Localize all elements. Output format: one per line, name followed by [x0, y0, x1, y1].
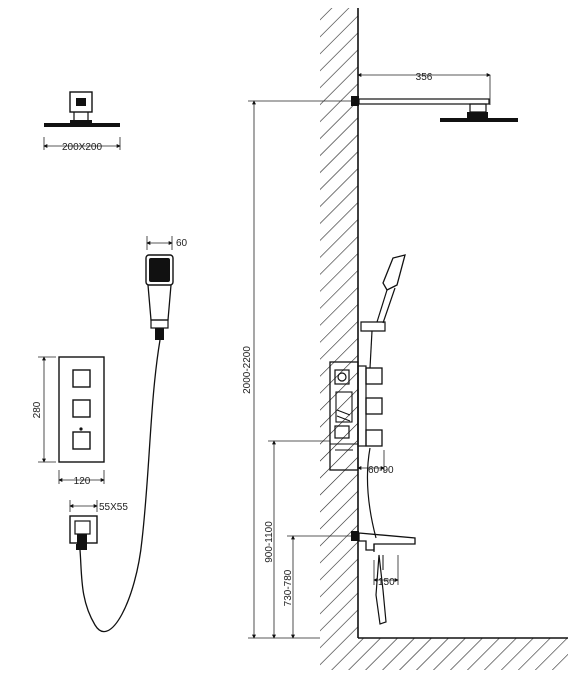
dim-valve-height: 900-1100: [264, 521, 275, 563]
handset-head: [145, 254, 174, 286]
wall-outlet: 55X55: [69, 500, 128, 550]
handset-handle: [147, 284, 172, 321]
dim-spout-height: 730-780: [283, 569, 294, 606]
wall-section: [320, 8, 568, 670]
side-handset-head: [382, 254, 406, 291]
panel-knob-2: [72, 399, 91, 418]
dim-spout-length: 150: [378, 577, 395, 588]
valve-knob-3: [365, 429, 383, 447]
outlet-elbow: [76, 544, 87, 550]
head-mount-block: [69, 91, 93, 113]
dim-total-height-group: 2000-2200: [242, 100, 354, 639]
dim-total-height: 2000-2200: [242, 346, 253, 394]
handset-connector: [155, 328, 164, 340]
side-hose: [366, 447, 377, 539]
head-plate: [44, 123, 120, 127]
side-handset: [360, 254, 406, 369]
shower-arm-assembly: 356: [351, 72, 518, 122]
rain-head: [440, 118, 518, 122]
spout-body: [358, 532, 416, 551]
head-mount-core: [76, 98, 86, 106]
head-connector: [467, 112, 488, 118]
dim-valve-depth: 60-90: [368, 465, 394, 476]
handset: 60: [79, 236, 188, 633]
dim-panel-height: 280: [32, 401, 43, 418]
dim-arm-length: 356: [416, 72, 433, 83]
tub-spout: 150: [351, 531, 416, 625]
valve-knob-1: [365, 367, 383, 385]
dim-head-size: 200X200: [62, 142, 102, 153]
dim-spout-height-group: 730-780: [283, 535, 351, 639]
arm-wall-flange: [351, 96, 359, 106]
spout-flange: [351, 531, 359, 541]
hanging-handset: [375, 554, 387, 625]
shower-head-front: 200X200: [43, 91, 121, 153]
shower-arm: [358, 98, 490, 105]
panel-knob-3: [72, 431, 91, 450]
dim-valve-height-group: 900-1100: [264, 440, 330, 639]
dim-outlet-size: 55X55: [99, 502, 128, 513]
panel-knob-1: [72, 369, 91, 388]
valve-knob-2: [365, 397, 383, 415]
handset-hose: [79, 339, 161, 633]
concealed-valve: 60-90: [329, 361, 394, 476]
valve-cover-plate: [357, 365, 367, 447]
slide-bracket: [360, 321, 386, 332]
dim-handset-width: 60: [176, 238, 188, 249]
floor-hatch: [320, 638, 568, 670]
dim-panel-width: 120: [74, 476, 91, 487]
valve-panel: 280 120: [32, 356, 105, 487]
panel-plate: [58, 356, 105, 463]
